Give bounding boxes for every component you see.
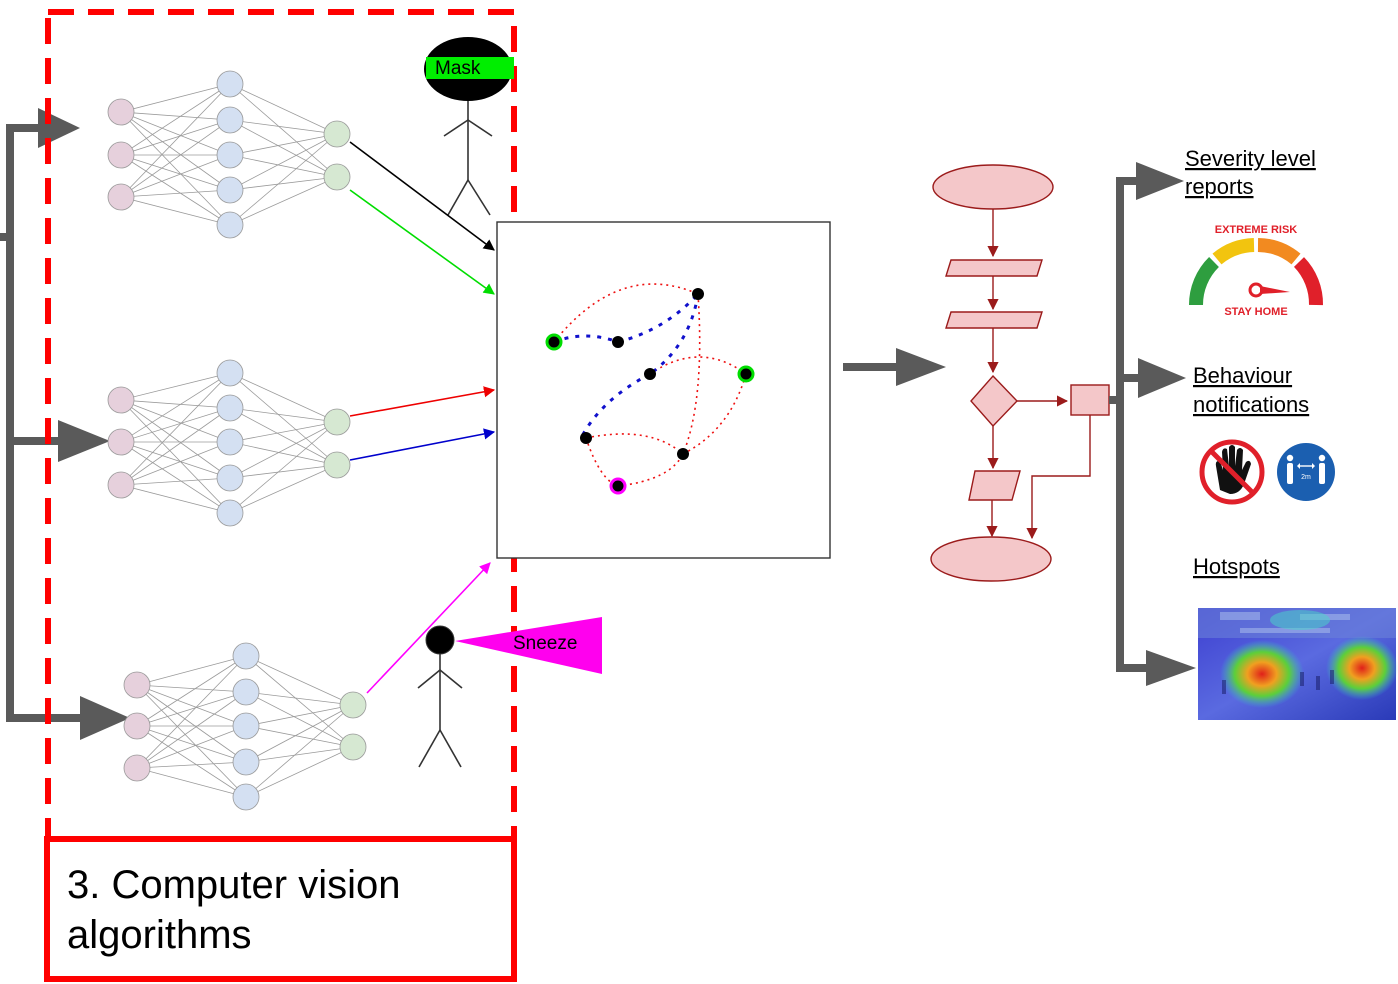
output-neuron [323, 451, 351, 479]
hotspots-label[interactable]: Hotspots [1193, 554, 1280, 579]
graph-node-green [545, 333, 563, 351]
hidden-neuron [216, 428, 244, 456]
hidden-neuron [216, 141, 244, 169]
hidden-neuron [216, 106, 244, 134]
section-title-line2: algorithms [67, 913, 252, 957]
graph-node-magenta [609, 477, 627, 495]
graph-node [644, 368, 656, 380]
graph-node [612, 336, 624, 348]
graph-to-flowchart-arrow [843, 348, 946, 386]
arrow-head-hotspots [1146, 650, 1196, 686]
hidden-neuron [216, 499, 244, 527]
flow-io-3 [968, 470, 1021, 501]
flow-process [1070, 384, 1110, 416]
output-neuron [339, 691, 367, 719]
hidden-neuron [216, 359, 244, 387]
input-neuron [107, 428, 135, 456]
flow-end-terminal [930, 536, 1052, 582]
mask-label: Mask [435, 58, 481, 79]
person-graph-panel [496, 221, 831, 559]
graph-node [692, 288, 704, 300]
hidden-neuron [216, 464, 244, 492]
hidden-neuron [216, 394, 244, 422]
social-distance-icon: 2m [1277, 443, 1335, 501]
flow-io-2 [945, 311, 1043, 329]
hidden-neuron [232, 712, 260, 740]
graph-node [580, 432, 592, 444]
input-neuron [107, 98, 135, 126]
risk-gauge-icon: EXTREME RISK STAY HOME [1188, 224, 1323, 318]
network-edges [120, 83, 338, 226]
output-neuron [339, 733, 367, 761]
mask-band [426, 57, 514, 79]
graph-node-green [737, 365, 755, 383]
input-neuron [123, 712, 151, 740]
input-distribution-arrows [0, 124, 82, 722]
hidden-neuron [216, 70, 244, 98]
sneezing-person-figure: Sneeze [417, 617, 602, 768]
output-neuron [323, 120, 351, 148]
arrow-head-top [38, 108, 80, 148]
flow-start-terminal [932, 164, 1054, 210]
arrow-head-behaviour [1138, 358, 1186, 398]
input-neuron [107, 471, 135, 499]
severity-label-line2[interactable]: reports [1185, 174, 1253, 199]
gauge-bottom-text: STAY HOME [1224, 306, 1287, 318]
input-neuron [123, 754, 151, 782]
input-neuron [107, 386, 135, 414]
graph-frame [496, 221, 831, 559]
flow-io-1 [945, 259, 1043, 277]
hotspot-heatmap-image [1198, 608, 1398, 720]
hidden-neuron [232, 783, 260, 811]
flow-decision [970, 374, 1018, 428]
arrow-head-severity [1136, 162, 1184, 200]
arrow-head-bottom [80, 696, 130, 740]
neural-network-sneeze [123, 642, 367, 811]
section-title-line1: 3. Computer vision [67, 863, 400, 907]
red-dotted-links [553, 283, 747, 487]
hidden-neuron [232, 748, 260, 776]
network-to-graph-arrows [349, 141, 496, 694]
no-touch-hand-icon [1199, 439, 1265, 505]
graph-node [677, 448, 689, 460]
output-neuron [323, 163, 351, 191]
output-neuron [323, 408, 351, 436]
behaviour-label-line2[interactable]: notifications [1193, 392, 1309, 417]
section-title-box: 3. Computer vision algorithms [44, 836, 517, 982]
neural-network-distance [107, 359, 351, 527]
neural-network-mask [107, 70, 351, 239]
sneeze-cone [455, 617, 602, 674]
gauge-top-text: EXTREME RISK [1215, 224, 1298, 236]
hidden-neuron [232, 678, 260, 706]
network-edges [120, 372, 338, 514]
hidden-neuron [216, 211, 244, 239]
arrow-head-middle [58, 420, 110, 462]
masked-person-figure: Mask [424, 37, 514, 216]
decision-flowchart [930, 164, 1110, 582]
distance-sign-text: 2m [1301, 474, 1311, 481]
behaviour-label-line1[interactable]: Behaviour [1193, 363, 1292, 388]
person-head [425, 625, 455, 655]
input-neuron [107, 183, 135, 211]
network-edges [136, 655, 354, 798]
output-distribution-arrows [1109, 162, 1196, 686]
blue-dotted-trajectory [553, 292, 700, 441]
sneeze-label: Sneeze [513, 633, 577, 654]
input-neuron [107, 141, 135, 169]
hidden-neuron [232, 642, 260, 670]
input-neuron [123, 671, 151, 699]
severity-label-line1[interactable]: Severity level [1185, 146, 1316, 171]
hidden-neuron [216, 176, 244, 204]
